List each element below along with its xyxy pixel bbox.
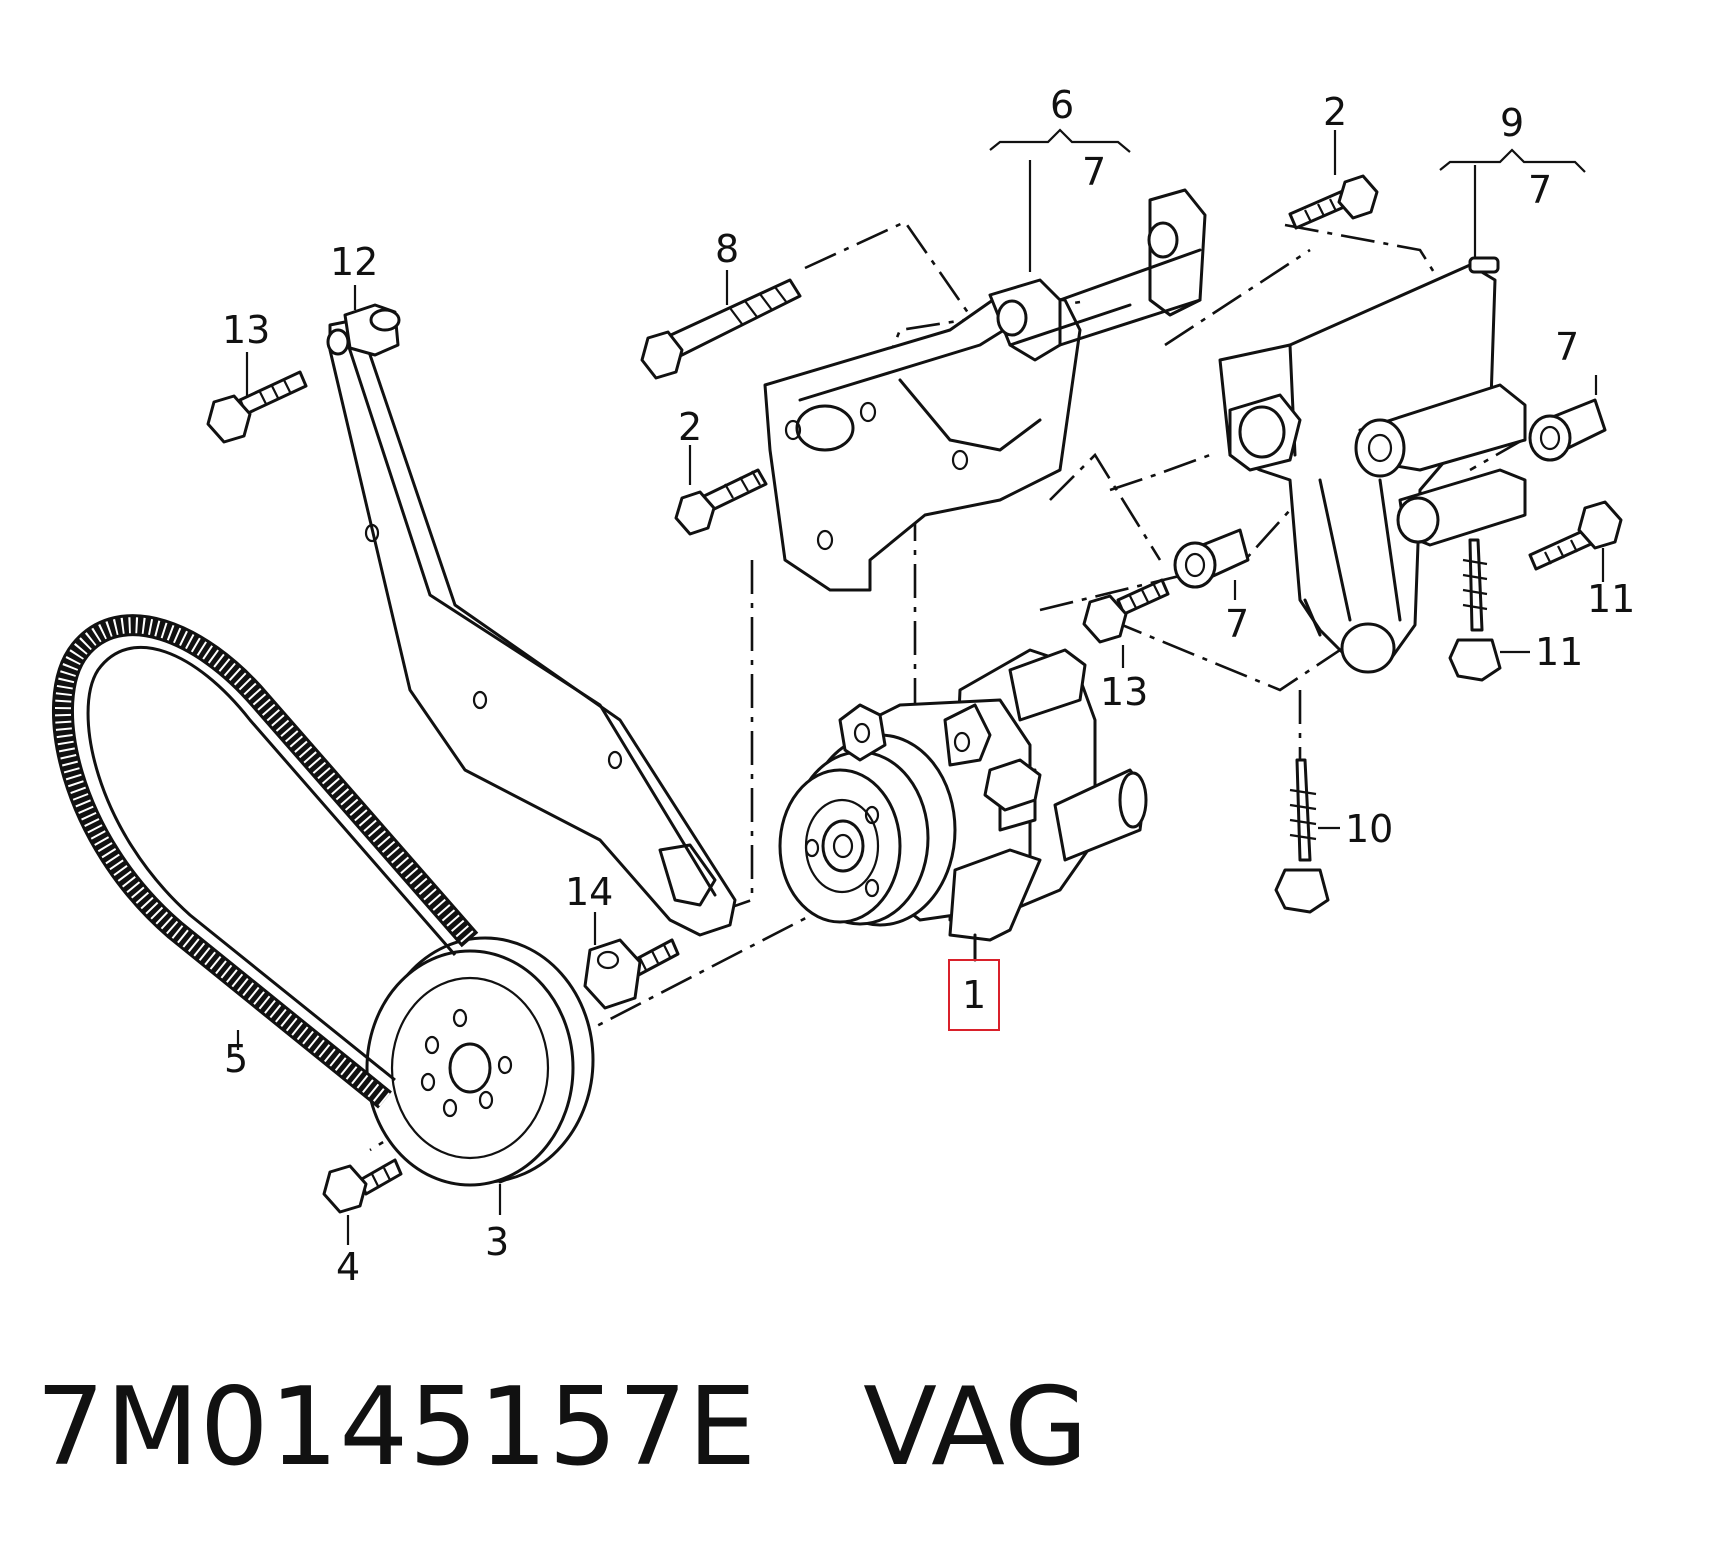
bolt-11-diagonal <box>1528 500 1623 571</box>
callout-9: 9 <box>1500 101 1524 145</box>
bolt-11-vertical <box>1448 538 1502 682</box>
callout-7: 7 <box>1225 602 1249 646</box>
bolt-2-right <box>1288 174 1379 230</box>
callout-5: 5 <box>224 1037 248 1081</box>
mounting-bracket-9 <box>1218 256 1527 674</box>
callout-13: 13 <box>222 308 270 352</box>
callout-14: 14 <box>565 870 613 914</box>
power-steering-pump <box>778 648 1148 962</box>
bolt-10 <box>1274 758 1330 914</box>
mounting-bracket-6 <box>763 188 1207 592</box>
brand-name: VAG <box>863 1365 1089 1490</box>
part-caption: 7M0145157E VAG <box>36 1365 1089 1490</box>
callout-12: 12 <box>330 240 378 284</box>
bolt-14 <box>583 938 680 1010</box>
exploded-parts-diagram: 1 2 2 3 4 5 6 7 7 7 7 8 9 10 11 11 12 13… <box>52 83 1635 1289</box>
bolt-4 <box>322 1158 403 1214</box>
callout-4: 4 <box>336 1245 360 1289</box>
pump-pulley-3 <box>365 936 595 1187</box>
callout-7: 7 <box>1082 150 1106 194</box>
callout-7: 7 <box>1555 325 1579 369</box>
highlight-box <box>948 959 1000 1031</box>
bushing-7-right <box>1528 398 1607 462</box>
leader-lines <box>236 128 1605 1245</box>
bolt-13-right <box>1082 578 1170 644</box>
drive-belt-5 <box>52 614 479 1109</box>
callout-11: 11 <box>1587 577 1635 621</box>
part-number: 7M0145157E <box>36 1365 758 1490</box>
callout-11: 11 <box>1535 630 1583 674</box>
callout-8: 8 <box>715 227 739 271</box>
tensioner-arm-12 <box>326 303 737 937</box>
callout-2: 2 <box>678 405 702 449</box>
callout-3: 3 <box>485 1220 509 1264</box>
bolt-13-left <box>206 370 308 444</box>
callout-6: 6 <box>1050 83 1074 127</box>
callout-labels: 1 2 2 3 4 5 6 7 7 7 7 8 9 10 11 11 12 13… <box>222 83 1635 1289</box>
callout-10: 10 <box>1345 807 1393 851</box>
callout-2: 2 <box>1323 90 1347 134</box>
bushing-7-middle <box>1173 528 1250 589</box>
callout-7: 7 <box>1528 168 1552 212</box>
callout-13: 13 <box>1100 670 1148 714</box>
bolt-2-left <box>674 468 768 536</box>
bolt-8 <box>640 278 802 380</box>
callout-1: 1 <box>962 973 986 1017</box>
